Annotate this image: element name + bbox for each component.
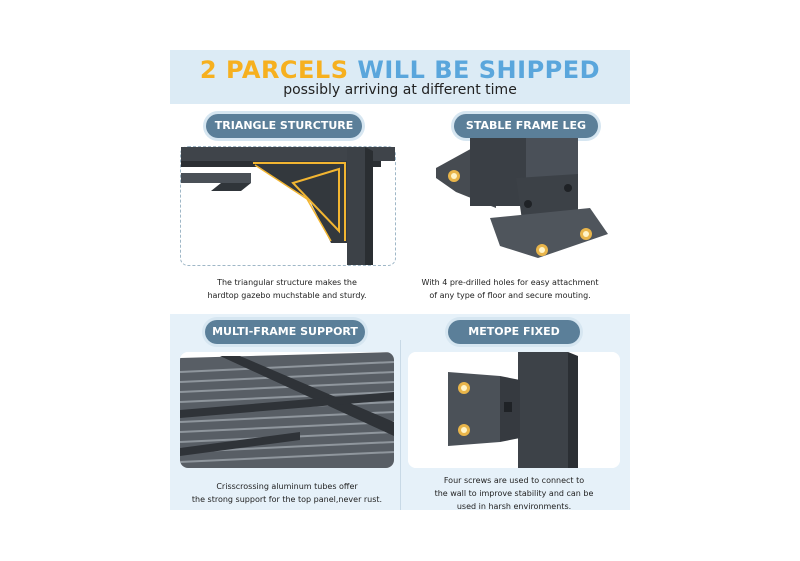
caption-line: the strong support for the top panel,nev… <box>191 495 383 504</box>
feature-label-multi-frame: MULTI-FRAME SUPPORT <box>205 320 365 344</box>
caption-line: The triangular structure makes the <box>217 278 357 287</box>
feature-label-metope: METOPE FIXED <box>448 320 580 344</box>
title-highlight: 2 PARCELS <box>199 56 349 84</box>
caption-line: used in harsh environments. <box>456 502 572 511</box>
feature-caption-frame-leg: With 4 pre-drilled holes for easy attach… <box>404 276 616 302</box>
feature-caption-multi-frame: Crisscrossing aluminum tubes offer the s… <box>180 480 394 506</box>
caption-line: the wall to improve stability and can be <box>434 489 594 498</box>
triangle-structure-image <box>181 147 395 265</box>
caption-line: of any type of floor and secure mouting. <box>429 291 591 300</box>
frame-leg-image <box>436 138 608 258</box>
title-rest: WILL BE SHIPPED <box>357 56 601 84</box>
triangle-image-frame <box>180 146 396 266</box>
feature-caption-metope: Four screws are used to connect to the w… <box>408 474 620 513</box>
caption-line: With 4 pre-drilled holes for easy attach… <box>421 278 599 287</box>
feature-label-frame-leg: STABLE FRAME LEG <box>454 114 598 138</box>
metope-image <box>408 352 620 468</box>
caption-line: Four screws are used to connect to <box>443 476 585 485</box>
header-banner <box>170 50 630 104</box>
feature-caption-triangle: The triangular structure makes the hardt… <box>180 276 394 302</box>
multi-frame-image-frame <box>180 352 394 468</box>
caption-line: Crisscrossing aluminum tubes offer <box>216 482 358 491</box>
caption-line: hardtop gazebo muchstable and sturdy. <box>207 291 367 300</box>
multi-frame-image <box>180 352 394 468</box>
metope-image-frame <box>408 352 620 468</box>
section-divider <box>400 340 401 510</box>
page-subtitle: possibly arriving at different time <box>283 82 517 98</box>
page-title: 2 PARCELS WILL BE SHIPPED <box>170 56 630 84</box>
feature-label-triangle: TRIANGLE STURCTURE <box>206 114 362 138</box>
